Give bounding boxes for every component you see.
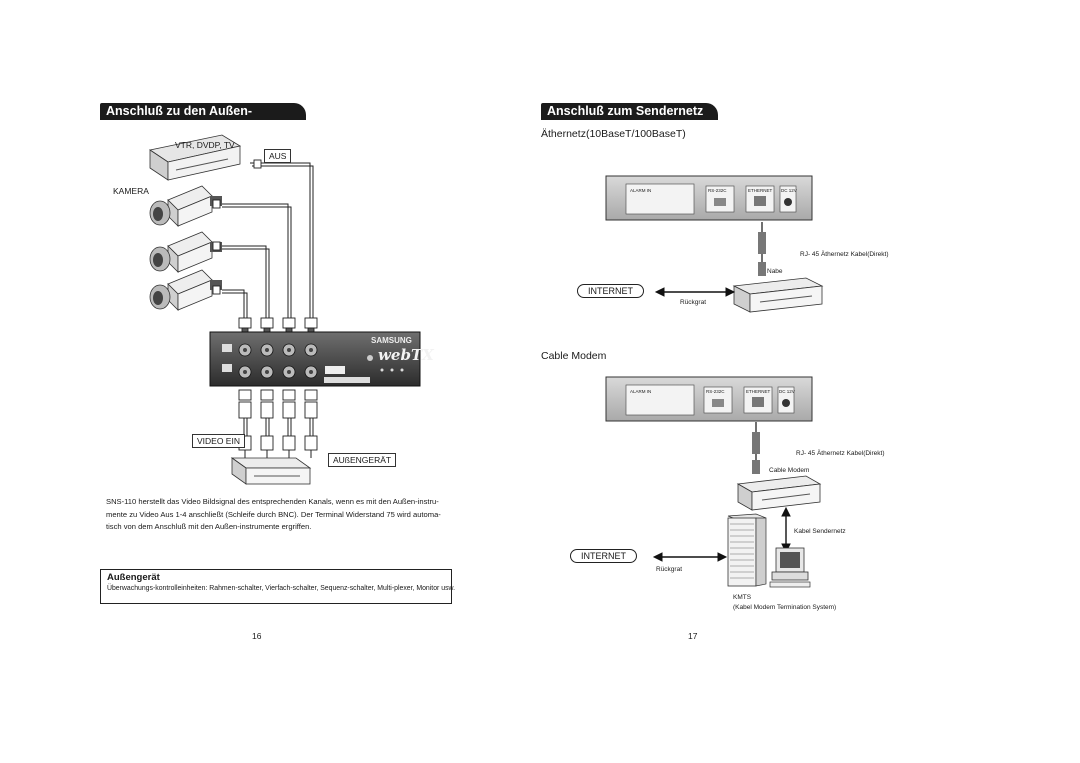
aussengeraet-label: AUßENGERÄT bbox=[328, 453, 397, 467]
section-title-network: Anschluß zum Sendernetz bbox=[541, 103, 718, 120]
vtr-label: VTR, DVDP, TV bbox=[175, 140, 235, 150]
aus-label: AUS bbox=[264, 149, 292, 163]
note-title: Außengerät bbox=[107, 572, 160, 583]
description-paragraph: SNS-110 herstellt das Video Bildsignal d… bbox=[106, 496, 441, 534]
kmts-full-label: (Kabel Modem Termination System) bbox=[733, 604, 837, 611]
kamera-label: KAMERA bbox=[113, 186, 149, 196]
rj45-plug-icon bbox=[758, 262, 766, 276]
rueckgrat-label-2: Rückgrat bbox=[656, 566, 683, 573]
rear-panel-cable-modem bbox=[605, 376, 813, 422]
camera-icon bbox=[149, 185, 222, 227]
camera-icon bbox=[149, 231, 222, 273]
rear-panel-ethernet bbox=[605, 175, 813, 221]
video-cables bbox=[222, 162, 314, 458]
panel-label-alarm: ALARM IN bbox=[630, 188, 652, 193]
kmts-label: KMTS bbox=[733, 594, 752, 601]
vtr-device-icon bbox=[148, 134, 242, 181]
section-title-external: Anschluß zu den Außen-instrumente bbox=[100, 103, 306, 135]
internet-label-2: INTERNET bbox=[570, 549, 637, 563]
device-brand: SAMSUNG bbox=[371, 336, 412, 345]
note-box: Außengerät Überwachungs-kontrolleinheite… bbox=[100, 569, 456, 604]
kabel-sendernetz-label: Kabel Sendernetz bbox=[794, 528, 846, 535]
page-number-right: 17 bbox=[688, 631, 698, 641]
rj45-plug-icon bbox=[752, 460, 760, 474]
paragraph-line: SNS-110 herstellt das Video Bildsignal d… bbox=[106, 497, 439, 506]
camera-icon bbox=[149, 269, 222, 311]
cable-network-arrow bbox=[781, 506, 791, 554]
panel-label-dc: DC 12V bbox=[781, 188, 797, 193]
rueckgrat-label-1: Rückgrat bbox=[680, 299, 707, 306]
panel-label-ethernet: ETHERNET bbox=[746, 389, 771, 394]
rj45-label-1: RJ- 45 Äthernetz Kabel(Direkt) bbox=[800, 251, 889, 258]
panel-label-rs232: RS-232C bbox=[706, 389, 725, 394]
cable-modem-label: Cable Modem bbox=[769, 467, 810, 474]
internet-label-1: INTERNET bbox=[577, 284, 644, 298]
backbone-arrow-1 bbox=[654, 287, 736, 297]
nabe-label: Nabe bbox=[767, 268, 783, 275]
paragraph-line: mente zu Video Aus 1-4 anschließt (Schle… bbox=[106, 509, 441, 519]
external-device-icon bbox=[230, 457, 312, 485]
hub-device-icon bbox=[732, 277, 824, 313]
note-text: Überwachungs-kontrolleinheiten: Rahmen-s… bbox=[107, 585, 456, 592]
panel-label-dc: DC 12V bbox=[779, 389, 795, 394]
backbone-arrow-2 bbox=[652, 552, 728, 562]
panel-label-ethernet: ETHERNET bbox=[748, 188, 773, 193]
ethernet-heading: Äthernetz(10BaseT/100BaseT) bbox=[541, 128, 686, 140]
page-number-left: 16 bbox=[252, 631, 262, 641]
paragraph-line: tisch von dem Anschluß mit den Außen-ins… bbox=[106, 522, 312, 531]
panel-label-rs232: RS-232C bbox=[708, 188, 727, 193]
device-logo: webTX bbox=[378, 346, 434, 364]
rj45-plug-icon bbox=[758, 232, 766, 254]
rj45-label-2: RJ- 45 Äthernetz Kabel(Direkt) bbox=[796, 450, 885, 457]
kmts-rack-icon bbox=[727, 513, 767, 587]
video-ein-label: VIDEO EIN bbox=[192, 434, 245, 448]
webtx-device-panel bbox=[209, 331, 421, 387]
panel-label-alarm: ALARM IN bbox=[630, 389, 652, 394]
computer-icon bbox=[769, 547, 811, 588]
cable-modem-device-icon bbox=[736, 475, 822, 511]
cable-modem-heading: Cable Modem bbox=[541, 350, 607, 362]
rj45-plug-icon bbox=[752, 432, 760, 454]
bnc-connectors bbox=[212, 159, 318, 451]
